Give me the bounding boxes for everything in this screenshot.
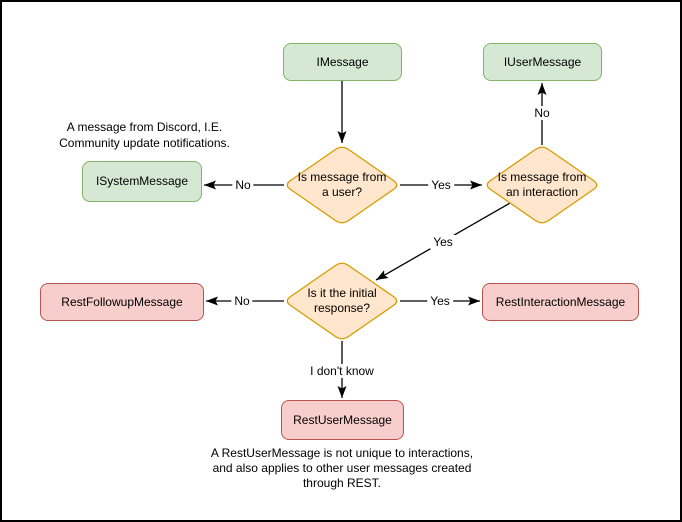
annotation-line: A RestUserMessage is not unique to inter… [210,446,474,460]
annotation-restuser-note: A RestUserMessage is not unique to inter… [191,446,493,491]
annotation-line: and also applies to other user messages … [212,461,472,475]
edge-label-initial-unknown: I don't know [307,364,377,378]
node-imessage: IMessage [283,43,402,81]
edge-label-initial-no: No [231,294,253,308]
node-restinteractionmessage: RestInteractionMessage [482,283,639,321]
node-restusermessage: RestUserMessage [281,400,404,440]
edge-label-initial-yes: Yes [427,294,453,308]
annotation-line: Community update notifications. [59,136,230,150]
annotation-line: through REST. [302,476,382,490]
decision-diamond-initial-response [286,262,398,340]
edge-label-interaction-yes: Yes [430,235,456,249]
decision-diamond-from-interaction [486,146,598,224]
decision-diamond-from-user [286,146,398,224]
node-isystemmessage: ISystemMessage [82,161,202,202]
edge-label-user-no: No [232,178,254,192]
edge-label-user-yes: Yes [428,178,454,192]
node-restfollowupmessage: RestFollowupMessage [40,283,204,321]
annotation-line: A message from Discord, I.E. [66,120,223,134]
edge-label-interaction-no: No [531,106,553,120]
node-iusermessage: IUserMessage [483,43,602,81]
annotation-system-message-note: A message from Discord, I.E. Community u… [52,119,237,151]
